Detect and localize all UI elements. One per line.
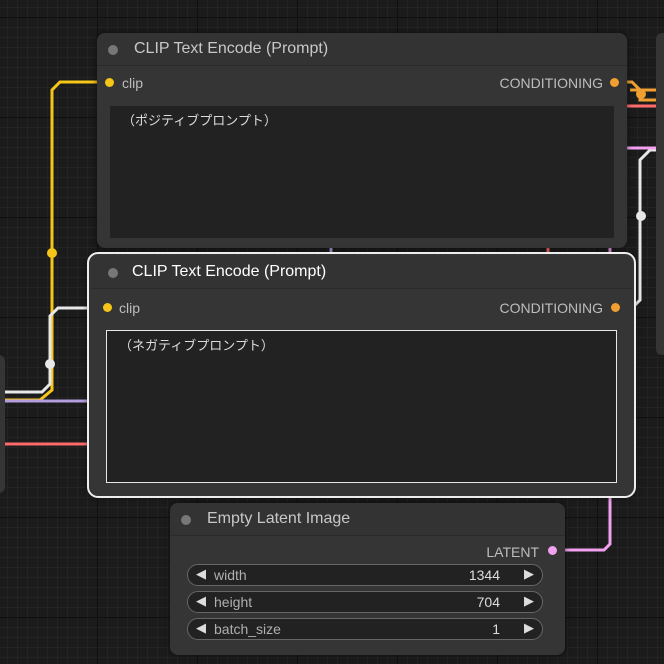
clip-text-encode-negative-node[interactable]: CLIP Text Encode (Prompt) clip CONDITION… [87,252,636,498]
link-reroute-dot [636,211,646,221]
width-widget[interactable]: ◀ width 1344 ▶ [187,564,543,586]
conditioning-output-slot[interactable] [611,303,620,312]
conditioning-output-slot[interactable] [610,78,619,87]
offscreen-node-left[interactable] [0,355,5,493]
node-title: CLIP Text Encode (Prompt) [134,40,329,57]
increment-arrow-icon[interactable]: ▶ [524,593,534,608]
prompt-textarea[interactable]: （ポジティブプロンプト） [110,106,614,238]
decrement-arrow-icon[interactable]: ◀ [196,593,206,608]
clip-input-label: clip [119,300,141,316]
node-title-bar[interactable]: Empty Latent Image [170,503,565,536]
batch-size-widget[interactable]: ◀ batch_size 1 ▶ [187,618,543,640]
widget-value[interactable]: 704 [476,594,500,610]
prompt-textarea[interactable]: （ネガティブプロンプト） [106,330,617,483]
latent-output-label: LATENT [486,544,539,560]
height-widget[interactable]: ◀ height 704 ▶ [187,591,543,613]
link-reroute-dot [47,248,57,258]
increment-arrow-icon[interactable]: ▶ [524,620,534,635]
widget-label: width [214,567,247,583]
widget-value[interactable]: 1344 [468,567,500,583]
node-title-bar[interactable]: CLIP Text Encode (Prompt) [97,33,627,66]
latent-output-slot[interactable] [548,546,557,555]
clip-text-encode-positive-node[interactable]: CLIP Text Encode (Prompt) clip CONDITION… [97,33,627,248]
clip-link-negative [0,306,105,394]
widget-label: batch_size [214,621,281,637]
increment-arrow-icon[interactable]: ▶ [524,566,534,581]
conditioning-output-label: CONDITIONING [499,75,603,91]
clip-input-label: clip [122,75,144,91]
decrement-arrow-icon[interactable]: ◀ [196,566,206,581]
node-title: CLIP Text Encode (Prompt) [132,263,327,280]
clip-input-slot[interactable] [105,78,114,87]
node-title: Empty Latent Image [207,510,351,527]
widget-label: height [214,594,253,610]
conditioning-output-label: CONDITIONING [499,300,603,316]
widget-value[interactable]: 1 [492,621,500,637]
collapse-dot-icon[interactable] [181,515,191,525]
link-reroute-dot [45,359,55,369]
empty-latent-image-node[interactable]: Empty Latent Image LATENT ◀ width 1344 ▶… [170,503,565,655]
link-reroute-dot [636,89,646,99]
collapse-dot-icon[interactable] [108,45,118,55]
offscreen-node-right[interactable] [656,33,664,355]
node-title-bar[interactable]: CLIP Text Encode (Prompt) [91,256,632,289]
clip-input-slot[interactable] [103,303,112,312]
collapse-dot-icon[interactable] [108,268,118,278]
decrement-arrow-icon[interactable]: ◀ [196,620,206,635]
